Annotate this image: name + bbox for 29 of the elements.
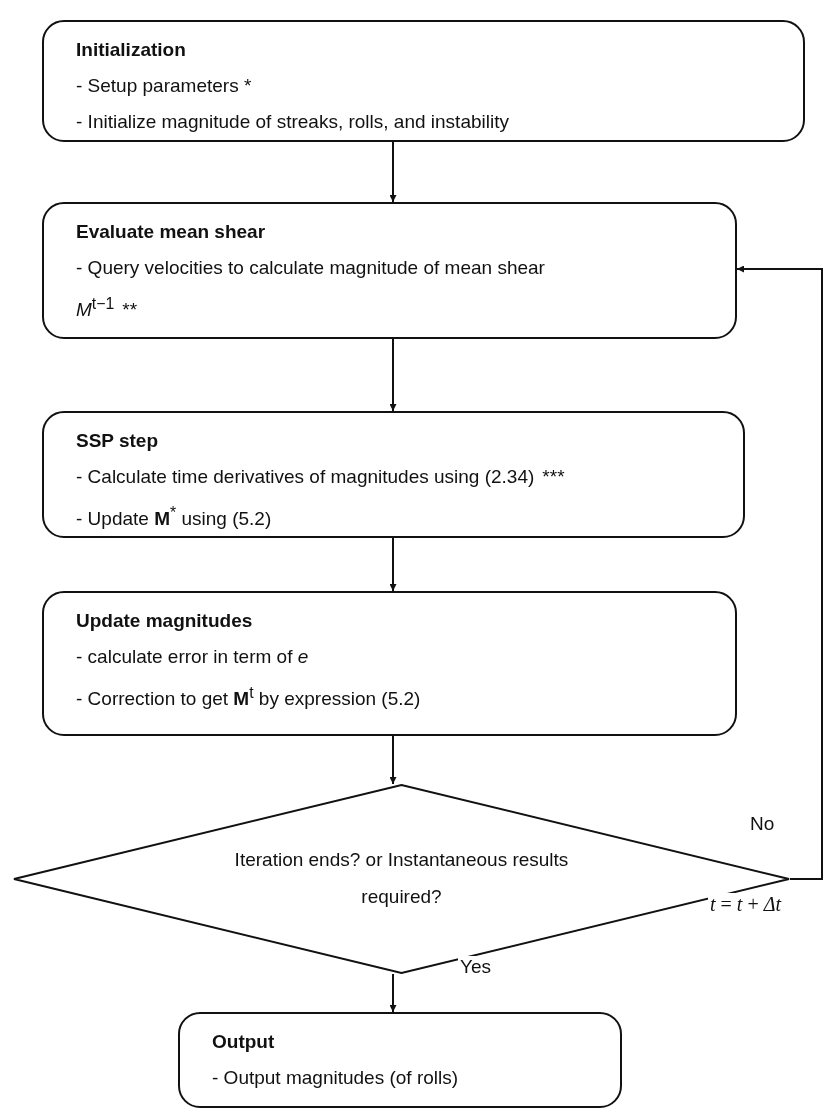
step-text: ** [122,298,138,323]
step-text: - Output magnitudes (of rolls) [212,1066,459,1090]
step-text: - Update M$^{*}$ using (5.2) [76,503,272,532]
process-box [42,202,737,339]
process-box [42,591,737,736]
step-text: *** [542,465,565,489]
step-heading: Evaluate mean shear [76,220,266,244]
arrow [389,141,397,203]
process-box [42,411,745,538]
step-text: - Initialize magnitude of streaks, rolls, and instability [76,110,509,134]
step-heading: SSP step [76,429,159,453]
step-text: M$^{t−1}$ [76,294,115,323]
decision-diamond [13,784,790,974]
step-heading: Update magnitudes [76,609,253,633]
step-heading: Output [212,1030,275,1054]
process-box [178,1012,622,1108]
arrow [389,973,397,1013]
arrow [389,338,397,412]
step-heading: Initialization [76,38,186,62]
step-text: - Query velocities to calculate magnitude of mean shear [76,256,545,280]
step-text: - calculate error in term of e [76,645,309,669]
step-text: - Calculate time derivatives of magnitudes using (2.34) [76,465,535,489]
step-text: - Setup parameters * [76,74,252,98]
process-box [42,20,805,142]
step-text: - Correction to get M$^{t}$ by expression (5.2) [76,683,421,712]
arrow [736,265,823,880]
step-heading: Iteration ends? or Instantaneous results required? [233,848,570,909]
arrow [389,537,397,592]
arrow [389,735,397,785]
